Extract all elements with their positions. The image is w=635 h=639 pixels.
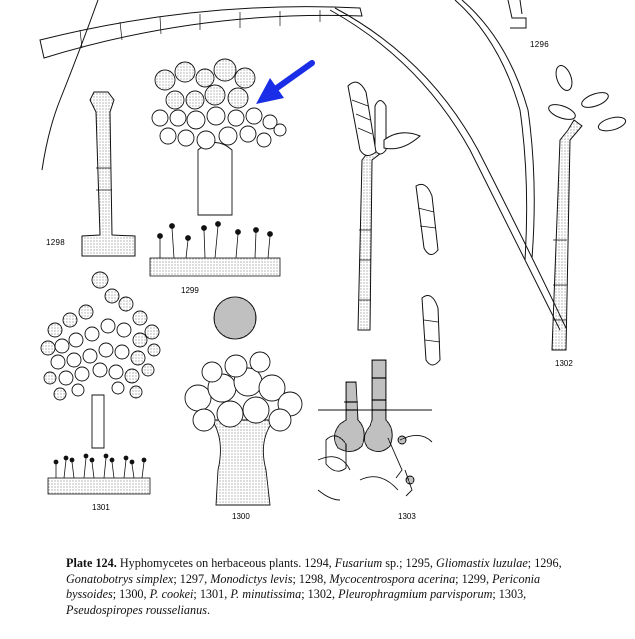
species-name: Mycocentrospora acerina xyxy=(329,571,456,586)
periconia-minutissima-head xyxy=(40,271,161,449)
caption-text: sp.; 1295, xyxy=(382,556,437,570)
periconia-byssoides-habit xyxy=(149,221,281,277)
species-name: P. cookei xyxy=(149,587,194,601)
pseudospiropes-habit xyxy=(317,359,433,501)
periconia-cookei-head xyxy=(184,351,303,506)
species-name: Monodictys levis xyxy=(210,571,293,586)
fusarium-spore xyxy=(39,6,363,59)
monodictys-conidiophore xyxy=(347,81,421,331)
label-1296: 1296 xyxy=(530,40,549,49)
label-1299: 1299 xyxy=(181,286,199,295)
caption-text: ; 1301, xyxy=(193,587,231,601)
label-1301: 1301 xyxy=(92,503,110,512)
plate-illustration: 1296 1298 xyxy=(39,0,627,521)
label-1303: 1303 xyxy=(398,512,416,521)
species-name: Gonatobotrys simplex xyxy=(66,571,174,586)
species-name: Periconia byssoides xyxy=(66,571,541,602)
caption-text: ; 1300, xyxy=(112,587,150,601)
monodictys-spherical-spore xyxy=(213,296,257,340)
caption-text: . xyxy=(206,602,210,617)
pleurophragmium-conidiophore xyxy=(548,65,627,351)
caption-plate-number: Plate 124. xyxy=(66,556,117,570)
plate-caption: Plate 124. Hyphomycetes on herbaceous pl… xyxy=(66,556,576,618)
blue-arrow-annotation xyxy=(256,60,315,104)
species-name: Pleurophragmium parvisporum xyxy=(338,587,493,601)
species-name: Gliomastix luzulae xyxy=(436,556,528,570)
label-1300: 1300 xyxy=(232,512,250,521)
periconia-minutissima-habit xyxy=(47,453,151,495)
species-name: P. minutissima xyxy=(230,587,302,601)
hypha-left xyxy=(41,0,99,171)
caption-text: ; 1297, xyxy=(173,571,211,586)
periconia-byssoides-head xyxy=(151,58,287,216)
label-1298: 1298 xyxy=(46,238,65,247)
caption-text: ; 1302, xyxy=(301,587,339,601)
caption-body: Hyphomycetes on herbaceous plants. 1294,… xyxy=(66,556,562,617)
species-name: Fusarium xyxy=(334,556,383,570)
caption-text: ; 1298, xyxy=(292,571,330,586)
species-name: Pseudospiropes rousselianus xyxy=(66,602,207,617)
caption-text: ; 1299, xyxy=(455,571,493,586)
caption-text: Hyphomycetes on herbaceous plants. 1294, xyxy=(116,556,335,570)
mycocentrospora-conidiophore xyxy=(81,91,136,257)
monodictys-loose-spores xyxy=(415,183,441,366)
label-1302: 1302 xyxy=(555,359,573,368)
caption-text: ; 1303, xyxy=(492,587,527,601)
caption-text: ; 1296, xyxy=(527,556,562,570)
gonatobotrys-hyphae xyxy=(329,0,567,331)
